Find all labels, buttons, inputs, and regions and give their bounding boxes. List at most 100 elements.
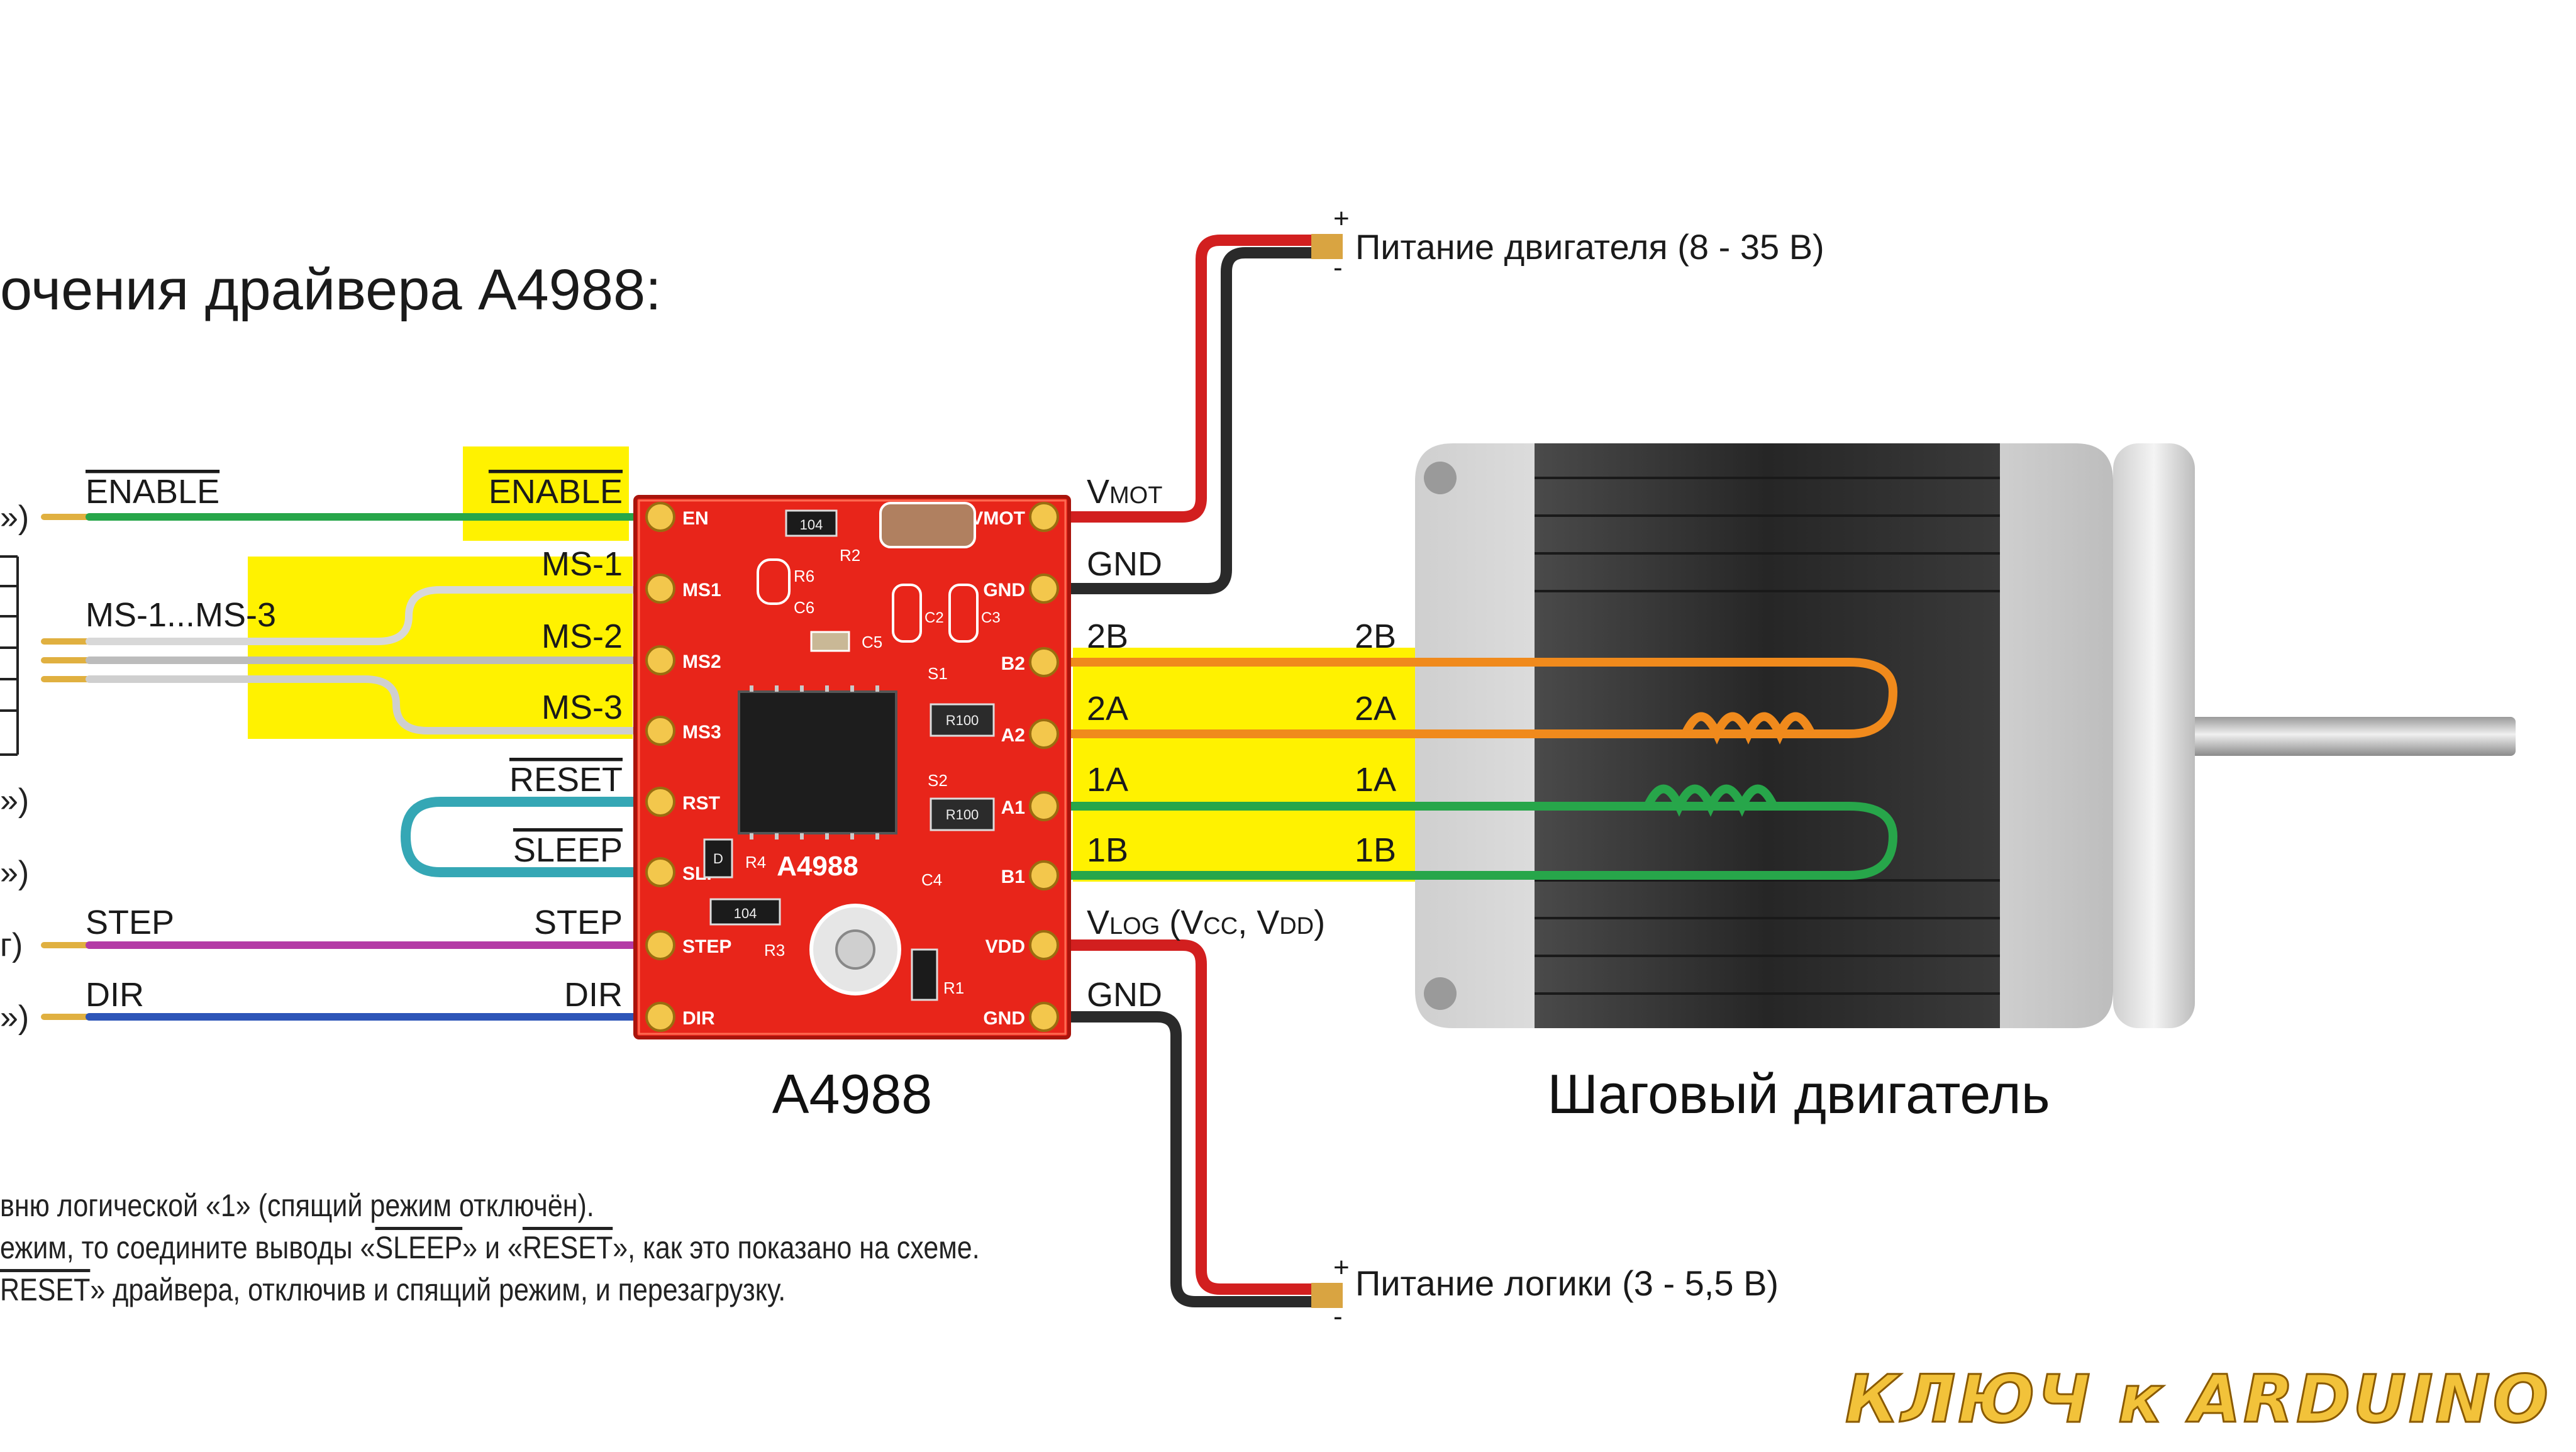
motor-minus: - [1333,252,1343,283]
svg-text:R100: R100 [946,712,979,728]
motor-label-2a: 2A [1355,690,1396,728]
pin-ms1: MS1 [682,580,721,601]
svg-text:S2: S2 [928,771,948,790]
svg-text:104: 104 [800,517,823,533]
watermark-logo: КЛЮЧ к ARDUINO [1845,1360,2551,1439]
reset-sleep-loop [400,797,659,877]
coil-b-winding [1681,712,1816,745]
svg-text:S1: S1 [928,664,948,683]
note-line-3: RESET» драйвера, отключив и спящий режим… [0,1272,786,1307]
svg-text:C2: C2 [924,609,944,626]
svg-text:104: 104 [734,906,757,921]
label-gnd1: GND [1087,545,1162,583]
step-wire-label: STEP [86,904,174,941]
svg-text:C4: C4 [921,870,942,889]
pin-b2: B2 [1001,653,1025,674]
edge-mark: ») [0,855,29,891]
pin-ms3: MS3 [682,722,721,743]
driver-caption: A4988 [772,1063,932,1125]
label-enable: ENABLE [489,473,623,511]
left-wires [41,513,659,1021]
pin-a1: A1 [1001,797,1025,818]
left-edge-marks: ») ») ») г) ») [0,499,29,1036]
left-wire-labels: ENABLE MS-1...MS-3 STEP DIR [86,473,276,1014]
pin-dir: DIR [682,1008,715,1029]
pin-ms2: MS2 [682,651,721,672]
vmot-wire [1041,235,1317,523]
coil-a-wire [1043,802,1898,880]
motor-shaft [2107,717,2516,756]
svg-text:C3: C3 [981,609,1001,626]
diagram-title: очения драйвера A4988: [0,258,662,322]
edge-mark: г) [0,927,23,963]
note-line-1: вню логической «1» (спящий режим отключё… [0,1188,594,1223]
motor-plus: + [1333,203,1350,234]
svg-text:R4: R4 [745,853,766,872]
pin-en: EN [682,508,709,529]
logic-plus: + [1333,1252,1350,1283]
label-1a: 1A [1087,761,1128,799]
label-vlog: VLOG (VCC, VDD) [1087,904,1325,941]
svg-text:R2: R2 [840,546,860,565]
svg-text:R1: R1 [943,978,964,997]
ms1-wire [86,586,658,645]
edge-mark: ») [0,782,29,819]
edge-mark: ») [0,499,29,536]
logic-minus: - [1333,1301,1343,1332]
coil-b-wire [1043,658,1898,738]
svg-text:C6: C6 [794,598,814,617]
label-dir: DIR [564,976,623,1014]
svg-text:D: D [713,851,723,867]
label-vmot: VMOT [1087,473,1162,511]
power-wires [1041,234,1343,1308]
svg-text:R6: R6 [794,567,814,585]
label-reset: RESET [509,761,623,799]
a4988-chip: A4988 [738,685,897,882]
vdd-wire [1041,939,1317,1295]
ms-group-label: MS-1...MS-3 [86,596,276,634]
svg-text:R100: R100 [946,807,979,823]
label-ms2: MS-2 [541,618,623,655]
coil-wires [1043,658,1898,880]
chip-label: A4988 [777,851,858,882]
label-2a: 2A [1087,690,1128,728]
driver-board: EN MS1 MS2 MS3 RST SLP STEP DIR VMOT GND… [633,495,1071,1039]
label-1b: 1B [1087,831,1128,869]
edge-mark: ») [0,999,29,1036]
driver-right-labels: VMOT GND 2B 2A 1A 1B VLOG (VCC, VDD) GND [1087,473,1325,1014]
motor-power-label: Питание двигателя (8 - 35 В) [1355,227,1824,267]
svg-text:R3: R3 [764,941,785,960]
motor-label-2b: 2B [1355,618,1396,655]
gnd-logic-wire [1041,1011,1317,1307]
label-2b: 2B [1087,618,1128,655]
board-components: 104 R2 R6 C6 C5 C2 C3 S1 R100 S2 R100 C4… [703,502,1001,1001]
stepper-motor: Шаговый двигатель [1415,443,2516,1125]
power-labels: + - Питание двигателя (8 - 35 В) + - Пит… [1333,203,1824,1332]
pin-a2: A2 [1001,725,1025,746]
pin-step: STEP [682,936,731,957]
label-ms1: MS-1 [541,545,623,583]
motor-label-1a: 1A [1355,761,1396,799]
motor-label: Шаговый двигатель [1547,1063,2050,1125]
ms3-wire [86,675,658,734]
highlights [248,446,1440,882]
pin-vdd: VDD [985,936,1025,957]
enable-wire-label: ENABLE [86,473,219,511]
gnd-motor-wire [1041,247,1317,594]
label-sleep: SLEEP [513,831,623,869]
driver-left-labels: ENABLE MS-1 MS-2 MS-3 RESET SLEEP STEP D… [489,473,623,1014]
pin-b1: B1 [1001,867,1025,887]
logic-power-label: Питание логики (3 - 5,5 В) [1355,1263,1779,1303]
pin-gnd2: GND [983,1008,1025,1029]
coil-a-winding [1643,784,1778,817]
dir-wire-label: DIR [86,976,144,1014]
left-table-fragment [0,555,19,756]
motor-coil-labels: 2B 2A 1A 1B [1355,618,1396,869]
svg-text:C5: C5 [862,633,882,651]
label-step: STEP [534,904,623,941]
note-line-2: ежим, то соедините выводы «SLEEP» и «RES… [0,1230,980,1265]
pin-vmot: VMOT [970,508,1025,529]
pin-rst: RST [682,793,720,814]
